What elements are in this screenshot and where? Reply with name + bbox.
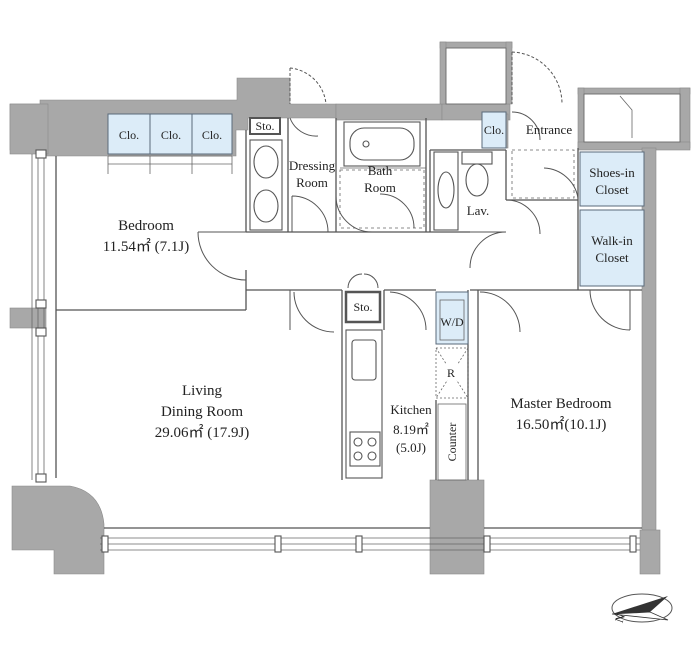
- kitchen-size-1: 8.19㎡: [393, 422, 429, 437]
- storage-label-kitchen: Sto.: [353, 300, 372, 314]
- doors: [197, 51, 631, 333]
- bedroom-closets: [107, 113, 233, 174]
- counter-label: Counter: [445, 423, 459, 462]
- master-bedroom-size: 16.50㎡(10.1J): [516, 416, 607, 433]
- bath-room-label-1: Bath: [368, 163, 393, 178]
- washer-dryer: [435, 291, 469, 345]
- shoes-in-closet: [579, 151, 645, 207]
- kitchen-label: Kitchen: [390, 402, 432, 417]
- window-lines: [31, 149, 642, 553]
- storage-box-top: [249, 117, 281, 135]
- shoes-closet-label-2: Closet: [595, 182, 629, 197]
- refrigerator: [435, 347, 469, 399]
- closet-label-2: Clo.: [161, 128, 181, 142]
- shoes-closet-label-1: Shoes-in: [589, 165, 635, 180]
- walk-in-closet: [579, 209, 645, 287]
- refrigerator-label: R: [447, 366, 455, 380]
- storage-label-top: Sto.: [255, 119, 274, 133]
- counter: [437, 403, 467, 481]
- dressing-room-label-2: Room: [296, 175, 328, 190]
- north-arrow-icon: N: [611, 593, 673, 624]
- structural-walls: [9, 41, 691, 575]
- washer-dryer-label: W/D: [440, 315, 464, 329]
- storage-box-kitchen: [344, 290, 382, 324]
- master-bedroom-label: Master Bedroom: [510, 396, 612, 412]
- closet-label-1: Clo.: [119, 128, 139, 142]
- fixtures: [249, 47, 681, 479]
- walkin-closet-label-1: Walk-in: [591, 233, 633, 248]
- dressing-room-label-1: Dressing: [289, 158, 336, 173]
- entrance-closet-label: Clo.: [484, 123, 504, 137]
- bedroom-size: 11.54㎡ (7.1J): [103, 238, 190, 255]
- entrance-label: Entrance: [526, 122, 572, 137]
- closet-label-3: Clo.: [202, 128, 222, 142]
- living-size: 29.06㎡ (17.9J): [155, 424, 250, 441]
- entrance-closet: [481, 111, 507, 149]
- living-label-1: Living: [182, 383, 222, 399]
- living-label-2: Dining Room: [161, 404, 243, 420]
- bedroom-label: Bedroom: [118, 218, 174, 234]
- walkin-closet-label-2: Closet: [595, 250, 629, 265]
- lav-label: Lav.: [467, 203, 490, 218]
- interior-walls: [56, 118, 642, 480]
- kitchen-size-2: (5.0J): [396, 440, 426, 455]
- bath-room-label-2: Room: [364, 180, 396, 195]
